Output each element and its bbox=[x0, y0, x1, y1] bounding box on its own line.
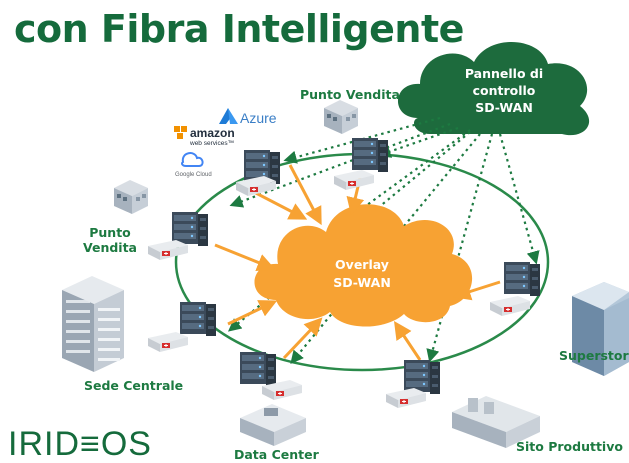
node-top-left bbox=[235, 150, 280, 197]
overlay-cloud: Overlay SD-WAN bbox=[254, 204, 473, 327]
building-punto-vendita-top bbox=[324, 100, 358, 134]
aws-label-2: web services™ bbox=[189, 140, 234, 147]
label-sede-centrale: Sede Centrale bbox=[84, 378, 183, 393]
building-sede-centrale bbox=[62, 276, 124, 372]
google-cloud-logo: Google Cloud bbox=[175, 152, 212, 178]
building-superstore bbox=[572, 282, 629, 376]
azure-logo: Azure bbox=[219, 108, 277, 126]
label-sito-produttivo: Sito Produttivo bbox=[516, 439, 623, 454]
label-punto-vendita-top: Punto Vendita bbox=[300, 87, 400, 102]
control-panel-label-2: controllo bbox=[473, 83, 536, 98]
control-panel-label-3: SD-WAN bbox=[475, 100, 533, 115]
overlay-label-2: SD-WAN bbox=[333, 275, 391, 290]
control-panel-cloud: Pannello di controllo SD-WAN bbox=[397, 41, 590, 136]
building-punto-vendita-left bbox=[114, 180, 148, 214]
node-top bbox=[333, 138, 388, 191]
label-punto-vendita-left-2: Vendita bbox=[83, 240, 137, 255]
label-punto-vendita-left-1: Punto bbox=[89, 225, 131, 240]
node-bottom-left bbox=[147, 302, 216, 353]
label-superstore: Superstore bbox=[559, 348, 629, 363]
overlay-label-1: Overlay bbox=[335, 257, 389, 272]
irideos-logo: IRID≡OS bbox=[8, 425, 152, 463]
node-right bbox=[489, 262, 540, 317]
node-bottom bbox=[240, 352, 303, 401]
diagram-title: con Fibra Intelligente bbox=[14, 7, 464, 51]
building-sito-produttivo bbox=[452, 396, 540, 448]
node-left bbox=[147, 212, 208, 261]
overlay-links bbox=[214, 164, 501, 361]
control-panel-label-1: Pannello di bbox=[465, 66, 543, 81]
azure-label: Azure bbox=[240, 110, 277, 126]
google-cloud-label: Google Cloud bbox=[175, 172, 212, 178]
aws-logo: amazon web services™ bbox=[174, 126, 235, 147]
label-data-center: Data Center bbox=[234, 447, 320, 462]
aws-label-1: amazon bbox=[190, 126, 235, 140]
building-data-center bbox=[240, 404, 306, 446]
